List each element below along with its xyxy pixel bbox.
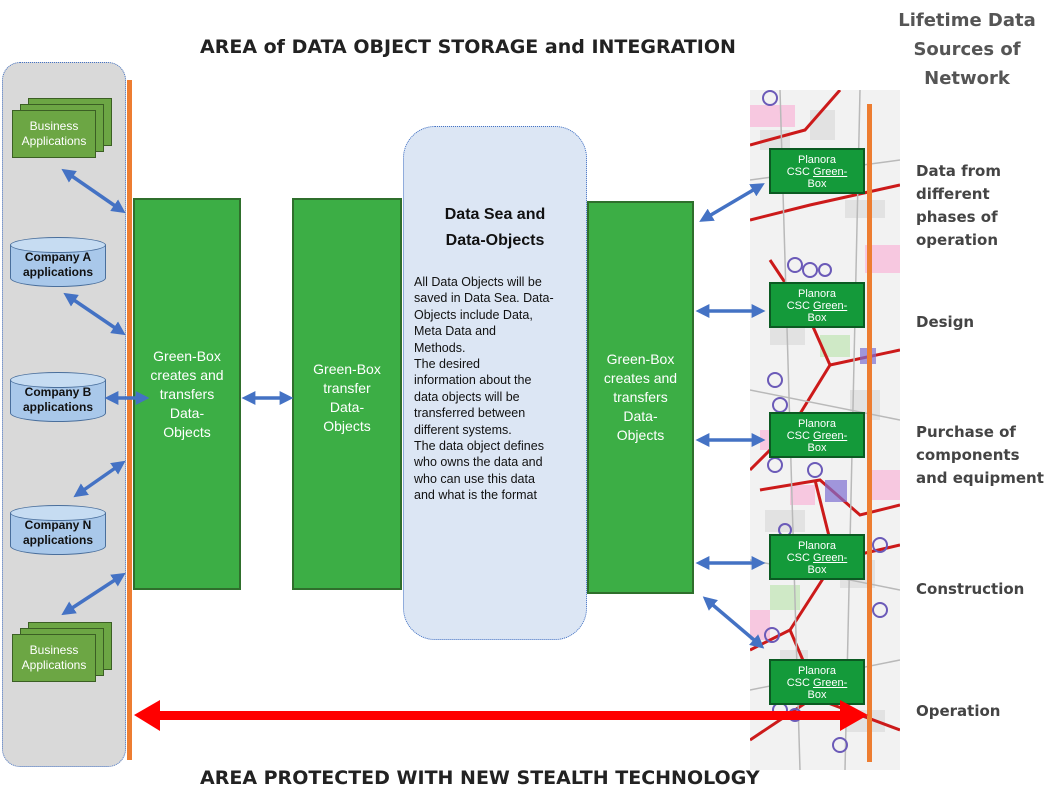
- planora-2-line2: CSC: [786, 300, 814, 312]
- data-sea-description: All Data Objects will be saved in Data S…: [414, 275, 554, 503]
- planora-1-line2: CSC: [786, 166, 814, 178]
- planora-green-box-1: Planora CSC Green- Box: [769, 148, 865, 194]
- planora-4-link[interactable]: Green-: [813, 552, 848, 564]
- data-sea-panel: [403, 126, 587, 640]
- company-n-database: Company N applications: [10, 505, 106, 555]
- company-a-label: Company A applications: [22, 250, 93, 279]
- planora-2-line3: Box: [807, 312, 827, 324]
- green-box-right: Green-Box creates and transfers Data- Ob…: [587, 201, 694, 594]
- business-applications-top: Business Applications: [12, 98, 112, 160]
- planora-3-line2: CSC: [786, 430, 814, 442]
- arrow-company-n: [73, 460, 126, 498]
- planora-green-box-5: Planora CSC Green- Box: [769, 659, 865, 705]
- company-n-label: Company N applications: [22, 518, 93, 547]
- bottom-title: AREA PROTECTED WITH NEW STEALTH TECHNOLO…: [200, 767, 760, 789]
- planora-1-line1: Planora: [798, 154, 836, 166]
- top-title: AREA of DATA OBJECT STORAGE and INTEGRAT…: [200, 36, 736, 58]
- company-b-database: Company B applications: [10, 372, 106, 422]
- planora-1-link[interactable]: Green-: [813, 166, 848, 178]
- planora-2-link[interactable]: Green-: [813, 300, 848, 312]
- phase-label-design: Design: [916, 313, 975, 331]
- planora-3-line3: Box: [807, 442, 827, 454]
- left-orange-bar: [127, 80, 132, 760]
- planora-4-line3: Box: [807, 564, 827, 576]
- red-operation-arrow: [134, 700, 868, 731]
- planora-5-link[interactable]: Green-: [813, 677, 848, 689]
- planora-5-line2: CSC: [786, 677, 814, 689]
- planora-green-box-3: Planora CSC Green- Box: [769, 412, 865, 458]
- green-box-middle-label: Green-Box transfer Data- Objects: [313, 361, 381, 434]
- arrow-planora-1: [699, 183, 765, 222]
- arrow-business-top: [61, 168, 126, 214]
- planora-2-line1: Planora: [798, 288, 836, 300]
- phase-label-purchase: Purchase of components and equipment: [916, 423, 1044, 487]
- planora-green-box-2: Planora CSC Green- Box: [769, 282, 865, 328]
- arrow-business-bottom: [61, 572, 126, 616]
- green-box-right-label: Green-Box creates and transfers Data- Ob…: [603, 351, 678, 443]
- phase-label-operation: Operation: [916, 702, 1001, 720]
- business-applications-bottom-label: Business Applications: [12, 634, 96, 682]
- planora-3-link[interactable]: Green-: [813, 430, 848, 442]
- phase-label-construction: Construction: [916, 580, 1025, 598]
- right-orange-bar: [867, 104, 872, 762]
- arrow-company-a: [63, 292, 126, 336]
- business-applications-bottom: Business Applications: [12, 622, 112, 684]
- company-b-label: Company B applications: [22, 385, 93, 414]
- planora-green-box-4: Planora CSC Green- Box: [769, 534, 865, 580]
- company-a-database: Company A applications: [10, 237, 106, 287]
- right-title: Lifetime Data Sources of Network: [898, 10, 1036, 89]
- planora-5-line3: Box: [807, 689, 827, 701]
- planora-5-line1: Planora: [798, 665, 836, 677]
- planora-1-line3: Box: [807, 178, 827, 190]
- business-applications-top-label: Business Applications: [12, 110, 96, 158]
- data-sea-title: Data Sea and Data-Objects: [444, 206, 546, 249]
- phase-label-data-from-phases: Data from different phases of operation: [916, 162, 1001, 249]
- green-box-left-label: Green-Box creates and transfers Data- Ob…: [150, 347, 224, 440]
- planora-4-line2: CSC: [786, 552, 814, 564]
- arrow-planora-5: [702, 596, 765, 649]
- green-box-left: Green-Box creates and transfers Data- Ob…: [133, 198, 241, 590]
- planora-4-line1: Planora: [798, 540, 836, 552]
- planora-3-line1: Planora: [798, 418, 836, 430]
